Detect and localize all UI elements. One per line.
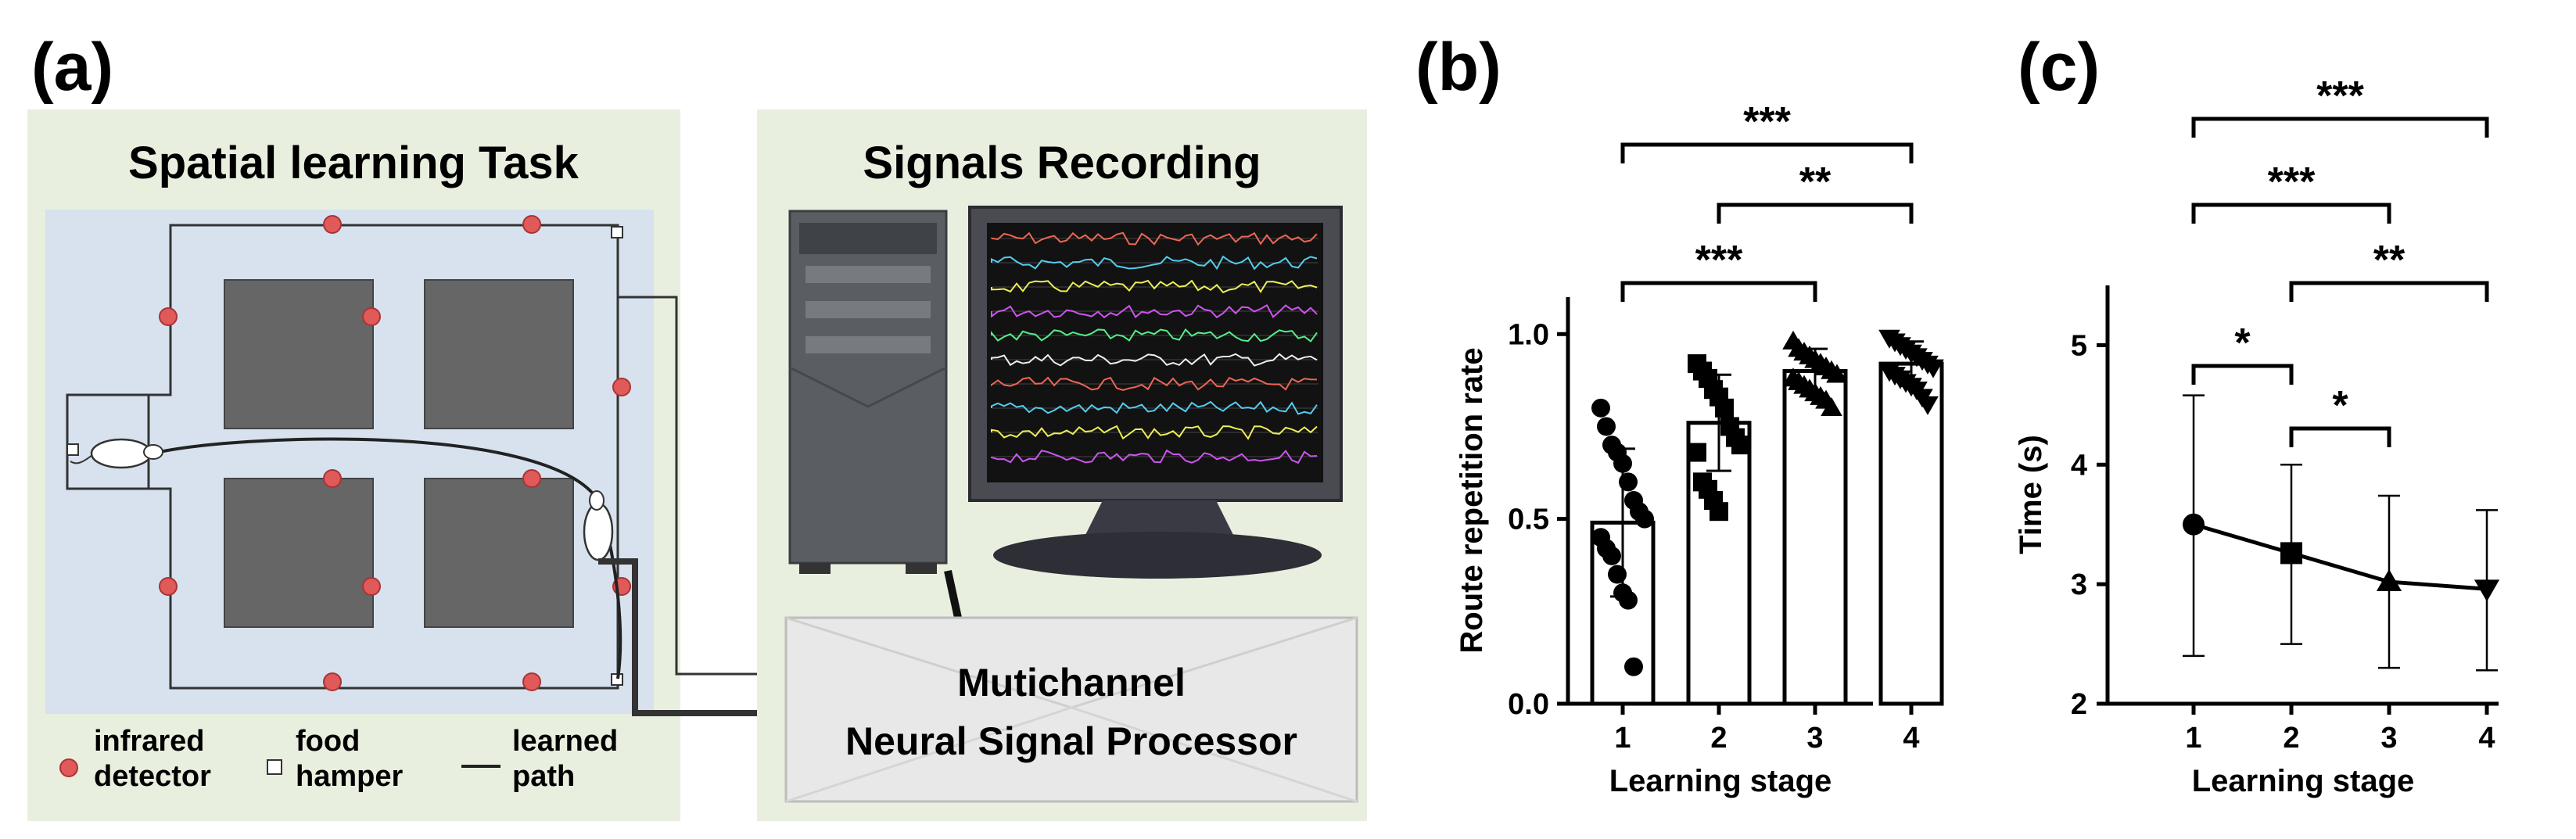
x-tick-label: 4 [2478, 722, 2495, 755]
learned-path [152, 437, 622, 679]
y-axis-label: Time (s) [2014, 435, 2048, 554]
x-tick-label: 1 [1614, 722, 1631, 755]
significance-label: *** [2268, 160, 2316, 205]
legend-food-1: food [296, 725, 360, 758]
processor-label-1: Mutichannel [957, 661, 1186, 705]
monitor-trace [991, 279, 1318, 294]
data-point [1826, 364, 1848, 383]
block-top-right [424, 279, 574, 429]
x-tick-label: 3 [1806, 722, 1823, 755]
y-tick-label: 0.5 [1508, 504, 1549, 536]
y-tick-label: 2 [2071, 688, 2087, 721]
significance-bracket [2191, 203, 2391, 224]
y-tick-label: 0.0 [1508, 688, 1549, 721]
significance-label: ** [1799, 160, 1832, 205]
signal-processor-box [784, 616, 1358, 803]
legend-food-icon [267, 759, 282, 775]
panel-c-label: (c) [2018, 30, 2100, 105]
signals-recording-title: Signals Recording [863, 138, 1261, 188]
bar [1878, 361, 1944, 706]
legend-path-1: learned [512, 725, 618, 758]
data-point [1731, 436, 1750, 455]
data-point [1688, 443, 1706, 462]
legend-infrared-1: infrared [94, 725, 204, 758]
legend-food-2: hamper [296, 760, 403, 793]
y-tick-label: 5 [2071, 329, 2087, 362]
block-top-left [224, 279, 374, 429]
series-line [2193, 522, 2488, 591]
significance-bracket [1620, 281, 1817, 302]
significance-bracket [2289, 281, 2489, 302]
cable-processor [944, 569, 962, 619]
x-tick-label: 2 [2283, 722, 2299, 755]
significance-bracket [2191, 117, 2489, 138]
legend-infrared-2: detector [94, 760, 211, 793]
data-point [2183, 513, 2205, 536]
monitor-trace [991, 231, 1318, 246]
data-point [1597, 417, 1616, 436]
significance-label: ** [2373, 238, 2406, 283]
bar [1782, 369, 1848, 706]
significance-label: * [2234, 321, 2251, 366]
computer-tower-icon [788, 210, 948, 574]
rat-left-icon [70, 438, 163, 469]
x-tick-label: 3 [2380, 722, 2397, 755]
cable-thin [618, 296, 757, 676]
monitor-icon [968, 206, 1343, 579]
monitor-trace [991, 400, 1318, 415]
monitor-trace [991, 328, 1318, 342]
block-bottom-left [224, 478, 374, 628]
food-hamper-left [66, 443, 79, 456]
block-bottom-right [424, 478, 574, 628]
data-point [1917, 396, 1939, 415]
monitor-trace [991, 425, 1318, 440]
significance-label: *** [1695, 238, 1743, 283]
x-tick-label: 4 [1903, 722, 1919, 755]
significance-bracket [2191, 364, 2294, 385]
processor-label-2: Neural Signal Processor [845, 719, 1297, 763]
panel-a-label: (a) [31, 30, 113, 105]
spatial-task-title: Spatial learning Task [128, 138, 579, 188]
data-point [1922, 359, 1944, 378]
significance-bracket [1620, 142, 1914, 163]
significance-label: *** [1743, 99, 1791, 145]
data-point [1624, 657, 1643, 676]
y-axis-label: Route repetition rate [1455, 347, 1489, 653]
monitor-trace [991, 376, 1318, 391]
monitor-trace [991, 353, 1318, 367]
significance-bracket [2289, 426, 2391, 447]
data-point [2474, 579, 2500, 602]
legend-path-2: path [512, 760, 575, 793]
legend-detector-icon [59, 758, 78, 777]
x-tick-label: 1 [2185, 722, 2201, 755]
food-hamper-top [611, 226, 623, 238]
data-point [2280, 542, 2302, 565]
significance-label: *** [2316, 74, 2364, 119]
monitor-trace [991, 255, 1318, 271]
x-axis-label: Learning stage [2192, 764, 2415, 798]
data-point [1602, 546, 1621, 565]
significance-bracket [1717, 203, 1914, 224]
data-point [1635, 509, 1654, 529]
cable-thick [598, 558, 757, 716]
data-point [2376, 568, 2402, 591]
data-point [1710, 502, 1728, 522]
x-tick-label: 2 [1710, 722, 1727, 755]
infrared-detectors [159, 215, 631, 691]
data-point [1591, 398, 1610, 418]
significance-label: * [2332, 383, 2348, 428]
x-axis-label: Learning stage [1609, 764, 1832, 798]
y-tick-label: 3 [2071, 568, 2087, 601]
y-tick-label: 1.0 [1508, 318, 1549, 351]
monitor-trace [991, 303, 1318, 319]
monitor-trace [991, 449, 1318, 464]
panel-b-label: (b) [1415, 30, 1501, 105]
y-tick-label: 4 [2071, 449, 2087, 482]
data-point [1821, 397, 1842, 417]
